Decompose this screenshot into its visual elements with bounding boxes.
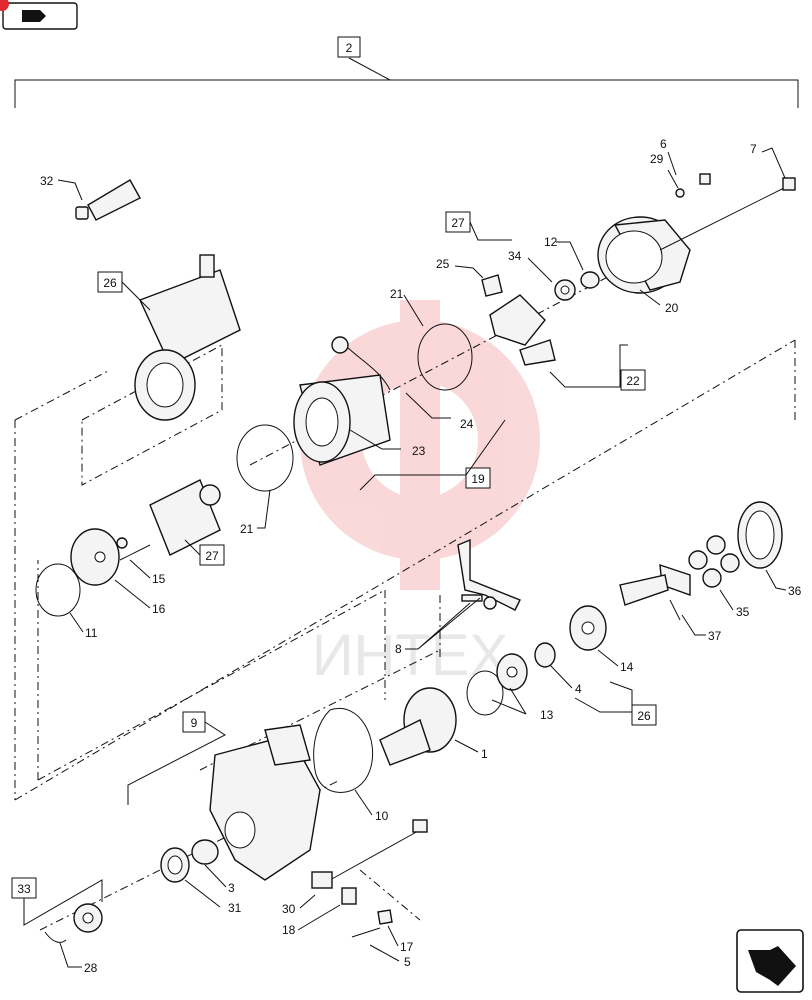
- svg-text:33: 33: [17, 882, 31, 896]
- back-nav-button[interactable]: [0, 0, 78, 30]
- watermark-text: ИНТЕХ: [312, 623, 508, 688]
- washers: [496, 605, 607, 691]
- box-label-26-top: 26: [97, 271, 151, 311]
- callout-15: 15: [152, 572, 166, 586]
- callout-25: 25: [436, 257, 450, 271]
- callout-3: 3: [228, 881, 235, 895]
- callout-24: 24: [460, 417, 474, 431]
- shift-lever: [457, 538, 521, 611]
- callout-21-bottom: 21: [240, 522, 254, 536]
- svg-text:27: 27: [205, 549, 219, 563]
- callout-36: 36: [788, 584, 802, 598]
- yoke-assembly: [293, 336, 391, 466]
- drive-pinion: [44, 903, 103, 943]
- svg-text:26: 26: [103, 276, 117, 290]
- svg-text:22: 22: [626, 374, 640, 388]
- planetary-gears: [688, 535, 740, 588]
- thrust-washer: [70, 528, 128, 586]
- box-label-27-top: 27: [445, 211, 512, 241]
- box-label-2: 2: [337, 36, 361, 58]
- solenoid-switch: [134, 254, 241, 421]
- box-label-9: 9: [127, 711, 226, 805]
- next-arrow-icon: [748, 946, 796, 986]
- callout-7: 7: [750, 142, 757, 156]
- svg-text:9: 9: [191, 716, 198, 730]
- svg-text:2: 2: [346, 41, 353, 55]
- callout-11: 11: [85, 626, 98, 640]
- bushings: [160, 839, 219, 883]
- callout-1: 1: [481, 747, 488, 761]
- callout-13: 13: [540, 708, 554, 722]
- box-label-27-mid: 27: [184, 539, 225, 566]
- callout-labels: 6 29 7 32 34 12 25 21 20 24 23 21 15 16 …: [40, 137, 802, 975]
- svg-text:26: 26: [637, 709, 651, 723]
- callout-23: 23: [412, 444, 426, 458]
- callout-20: 20: [665, 301, 679, 315]
- brush-holder: [481, 274, 556, 366]
- svg-text:19: 19: [471, 472, 485, 486]
- callout-34: 34: [508, 249, 522, 263]
- callout-28: 28: [84, 961, 98, 975]
- back-arrow-icon: [22, 10, 46, 22]
- armature: [119, 479, 221, 561]
- callout-31: 31: [228, 901, 242, 915]
- svg-text:27: 27: [451, 216, 465, 230]
- callout-14: 14: [620, 660, 634, 674]
- callout-17: 17: [400, 940, 414, 954]
- rear-cover: [597, 216, 691, 294]
- cable-connector: [311, 819, 428, 938]
- overrunning-clutch: [379, 687, 457, 766]
- box-label-26-bottom: 26: [574, 681, 657, 726]
- internal-gear: [737, 501, 783, 569]
- box-label-22: 22: [549, 344, 646, 391]
- callout-32: 32: [40, 174, 54, 188]
- pinion-shaft: [619, 563, 691, 621]
- next-nav-button[interactable]: [736, 929, 804, 993]
- callout-6: 6: [660, 137, 667, 151]
- leader-lines: [57, 147, 787, 968]
- o-rings: [35, 323, 504, 716]
- callout-18: 18: [282, 923, 296, 937]
- assembly-bracket: [14, 79, 799, 108]
- callout-4: 4: [575, 682, 582, 696]
- gasket: [313, 707, 374, 793]
- callout-29: 29: [650, 152, 664, 166]
- grease-tube: [75, 179, 141, 221]
- callout-30: 30: [282, 902, 296, 916]
- front-housing: [209, 724, 321, 881]
- callout-21-top: 21: [390, 287, 404, 301]
- callout-37: 37: [708, 629, 722, 643]
- callout-8: 8: [395, 642, 402, 656]
- callout-10: 10: [375, 809, 389, 823]
- box-label-19: 19: [359, 419, 506, 491]
- callout-5: 5: [404, 955, 411, 969]
- status-dot-icon: [0, 0, 9, 11]
- callout-12: 12: [544, 235, 558, 249]
- through-bolts: [659, 173, 796, 251]
- callout-16: 16: [152, 602, 166, 616]
- callout-35: 35: [736, 605, 750, 619]
- bearing-small: [554, 271, 600, 301]
- box-label-33: 33: [11, 877, 103, 926]
